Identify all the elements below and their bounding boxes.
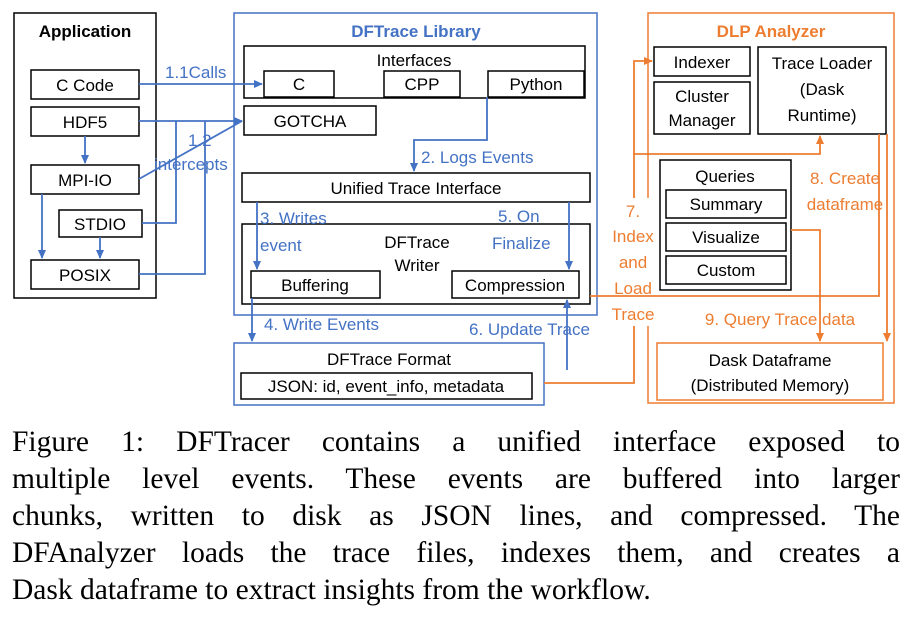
c-interface-label: C	[293, 75, 305, 94]
json-format-label: JSON: id, event_info, metadata	[268, 377, 505, 396]
dftrace-format-title: DFTrace Format	[327, 350, 451, 369]
custom-box	[665, 255, 787, 285]
dask-dataframe-label-line2: (Distributed Memory)	[691, 376, 850, 395]
gotcha-box	[243, 105, 377, 136]
update-trace-label: 6. Update Trace	[469, 320, 590, 339]
query-trace-label: 9. Query Trace data	[705, 310, 856, 329]
application-title: Application	[39, 22, 132, 41]
figure-caption: Figure 1: DFTracer contains a unified in…	[12, 424, 900, 609]
index-load-label-line1: 7.	[626, 202, 640, 221]
index-load-label-line3: and	[619, 253, 647, 272]
c-interface-box	[263, 70, 335, 98]
python-interface-box	[487, 70, 585, 98]
indexer-label: Indexer	[674, 53, 731, 72]
trace-loader-box	[757, 46, 887, 135]
json-format-box	[240, 372, 533, 400]
query-trace-arrow	[791, 229, 824, 342]
python-interface-label: Python	[510, 75, 563, 94]
unified-trace-interface-box	[241, 172, 591, 203]
calls-edge-label: 1.1Calls	[165, 63, 226, 82]
on-finalize-label-line1: 5. On	[498, 207, 540, 226]
visualize-box	[665, 222, 787, 252]
dask-dataframe-label-line1: Dask Dataframe	[709, 351, 832, 370]
intercepts-number-label: 1.2	[188, 131, 212, 150]
index-load-label-line4: Load	[614, 279, 652, 298]
posix-label: POSIX	[59, 266, 111, 285]
writes-event-label-line2: event	[260, 236, 302, 255]
architecture-diagram: Application C Code HDF5 MPI-IO STDIO POS…	[13, 12, 895, 406]
intercepts-edge-label: intercepts	[154, 155, 228, 174]
dlp-analyzer-title: DLP Analyzer	[717, 22, 826, 41]
c-code-box	[30, 69, 140, 100]
stdio-label: STDIO	[74, 215, 126, 234]
mpi-io-label: MPI-IO	[58, 171, 112, 190]
posix-box	[30, 259, 140, 290]
caption-line: multiple level events. These events are …	[12, 463, 900, 495]
queries-label: Queries	[695, 167, 755, 186]
trace-loader-label-line2: (Dask	[800, 80, 845, 99]
create-dataframe-label-line2: dataframe	[807, 195, 884, 214]
c-code-label: C Code	[56, 76, 114, 95]
logs-events-arrow	[410, 97, 488, 172]
cpp-interface-label: CPP	[405, 75, 440, 94]
dftrace-format-panel	[233, 342, 545, 406]
visualize-label: Visualize	[692, 228, 760, 247]
index-load-label-line2: Index	[612, 227, 654, 246]
interfaces-label: Interfaces	[377, 51, 452, 70]
dftrace-library-panel	[233, 12, 598, 316]
indexer-box	[653, 46, 751, 77]
index-load-label-bg	[607, 198, 659, 326]
on-finalize-label-line2: Finalize	[492, 234, 551, 253]
caption-line: DFAnalyzer loads the trace files, indexe…	[12, 537, 900, 569]
index-load-label-line5: Trace	[612, 305, 655, 324]
cluster-manager-label-line1: Cluster	[675, 87, 729, 106]
create-dataframe-label-line1: 8. Create	[810, 169, 880, 188]
logs-events-label: 2. Logs Events	[421, 148, 533, 167]
caption-line: chunks, written to disk as JSON lines, a…	[12, 500, 900, 532]
mpi-io-box	[30, 164, 140, 195]
summary-label: Summary	[690, 195, 763, 214]
trace-loader-label-line1: Trace Loader	[772, 54, 873, 73]
writes-event-label-line1: 3. Writes	[260, 209, 327, 228]
load-to-trace-loader-arrow	[634, 135, 824, 155]
gotcha-label: GOTCHA	[274, 112, 347, 131]
summary-box	[665, 189, 787, 219]
compression-label: Compression	[465, 276, 565, 295]
dask-dataframe-panel	[656, 342, 884, 401]
cluster-manager-label-line2: Manager	[668, 111, 735, 130]
custom-label: Custom	[697, 261, 756, 280]
loader-to-writer-line	[590, 134, 880, 297]
unified-trace-interface-label: Unified Trace Interface	[330, 179, 501, 198]
compression-box	[451, 270, 580, 299]
dftrace-writer-label-line1: DFTrace	[384, 233, 450, 252]
stdio-to-gotcha-line	[142, 121, 177, 224]
mpiio-to-gotcha-line	[138, 120, 243, 180]
hdf5-label: HDF5	[63, 113, 107, 132]
cluster-manager-box	[653, 81, 751, 135]
write-events-label: 4. Write Events	[264, 315, 379, 334]
caption-line: Dask dataframe to extract insights from …	[12, 574, 651, 606]
trace-loader-label-line3: Runtime)	[788, 106, 857, 125]
dftrace-writer-label-line2: Writer	[394, 256, 439, 275]
cpp-interface-box	[383, 70, 461, 98]
buffering-box	[250, 270, 381, 299]
caption-line: Figure 1: DFTracer contains a unified in…	[12, 426, 900, 458]
buffering-label: Buffering	[281, 276, 349, 295]
posix-to-gotcha-line	[139, 121, 206, 275]
dftrace-library-title: DFTrace Library	[351, 22, 481, 41]
